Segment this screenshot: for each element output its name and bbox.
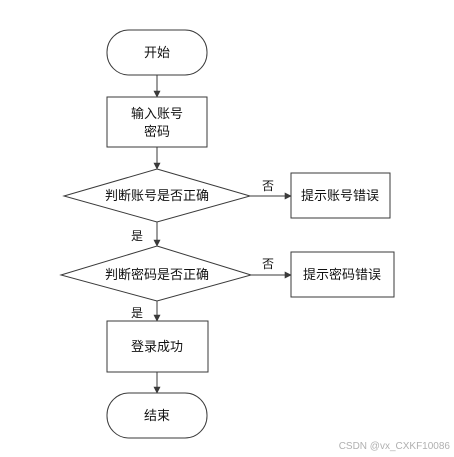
success-label: 登录成功: [131, 340, 183, 355]
no-label-account: 否: [262, 179, 274, 193]
input-process-box: [106, 96, 208, 148]
check-password-label: 判断密码是否正确: [105, 267, 209, 283]
password-error-box: [290, 251, 395, 298]
start-terminal: [106, 29, 208, 76]
check-account-label: 判断账号是否正确: [105, 189, 209, 204]
yes-label-password: 是: [131, 306, 143, 320]
end-terminal: [106, 392, 208, 439]
input-label-line1: 输入账号: [131, 106, 183, 122]
start-label: 开始: [144, 46, 170, 61]
end-label: 结束: [144, 409, 170, 424]
input-label-line2: 密码: [144, 124, 170, 140]
account-error-box: [290, 172, 391, 219]
password-error-label: 提示密码错误: [303, 267, 381, 283]
no-label-password: 否: [262, 257, 274, 271]
check-account-decision: [62, 168, 252, 223]
watermark: CSDN @vx_CXKF10086: [339, 441, 451, 452]
check-password-decision: [59, 245, 253, 302]
account-error-label: 提示账号错误: [301, 188, 379, 204]
success-process-box: [106, 320, 209, 373]
yes-label-account: 是: [131, 229, 143, 243]
